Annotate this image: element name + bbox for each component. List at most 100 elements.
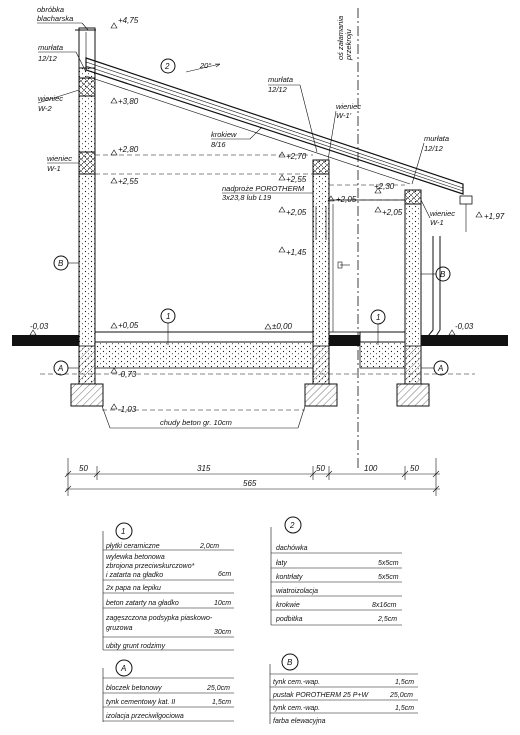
svg-text:oś załamania: oś załamania [336, 16, 345, 60]
level-475: +4,75 [118, 16, 139, 25]
svg-text:nadproże POROTHERM: nadproże POROTHERM [222, 184, 305, 193]
svg-text:tynk cementowy kat. II: tynk cementowy kat. II [106, 699, 175, 706]
svg-text:krokwie: krokwie [276, 602, 300, 609]
svg-text:beton zatarty na gładko: beton zatarty na gładko [106, 600, 179, 607]
svg-text:pustak POROTHERM 25 P+W: pustak POROTHERM 25 P+W [272, 692, 370, 699]
svg-text:5x5cm: 5x5cm [378, 574, 399, 581]
element-labels: obróbka blacharska murłata 12/12 wieniec… [37, 5, 455, 427]
dim-50-a: 50 [79, 464, 88, 473]
level-145: +1,45 [286, 248, 307, 257]
svg-text:przekroju: przekroju [344, 28, 353, 61]
marker-b-left: B [58, 259, 64, 268]
svg-text:izolacja przeciwilgociowa: izolacja przeciwilgociowa [106, 713, 184, 720]
svg-text:W-1: W-1 [47, 164, 61, 173]
svg-text:20°: 20° [199, 61, 211, 70]
level-003-left: -0,03 [30, 322, 49, 331]
ground-right [421, 335, 508, 346]
svg-text:kontrłaty: kontrłaty [276, 574, 303, 581]
svg-text:W-1': W-1' [336, 111, 352, 120]
dim-50-b: 50 [316, 464, 325, 473]
ground-mid [329, 335, 360, 346]
level-205-left: +2,05 [286, 208, 307, 217]
marker-b-right: B [440, 270, 446, 279]
svg-text:25,0cm: 25,0cm [389, 692, 413, 699]
svg-text:wieniec: wieniec [47, 154, 72, 163]
dim-50-c: 50 [410, 464, 419, 473]
svg-text:wylewka betonowa: wylewka betonowa [106, 554, 165, 561]
legend-layer-1: 1 płytki ceramiczne 2,0cm wylewka betono… [102, 522, 234, 651]
ring-beam-w1-right [404, 189, 422, 205]
level-205-door: +2,05 [336, 195, 357, 204]
ground-left [12, 335, 79, 346]
dim-315: 315 [197, 464, 211, 473]
gutter [459, 195, 473, 205]
svg-text:25,0cm: 25,0cm [206, 685, 230, 692]
door-frame [328, 199, 406, 333]
svg-text:B: B [287, 658, 293, 667]
marker-1-left: 1 [166, 312, 170, 321]
svg-text:zbrojona przeciwskurczowo*: zbrojona przeciwskurczowo* [105, 563, 195, 570]
level-003-right: -0,03 [455, 322, 474, 331]
footing-left [70, 383, 104, 407]
svg-text:W-2: W-2 [38, 104, 52, 113]
svg-text:murłata: murłata [268, 75, 293, 84]
svg-text:wieniec: wieniec [38, 94, 63, 103]
footing-right [396, 383, 430, 407]
marker-a-right: A [437, 364, 443, 373]
svg-text:tynk cem.-wap.: tynk cem.-wap. [273, 679, 320, 686]
svg-text:murłata: murłata [38, 43, 63, 52]
svg-text:farba elewacyjna: farba elewacyjna [273, 718, 326, 725]
dimension-lines: 50 315 50 100 50 565 [64, 458, 440, 496]
svg-text:2,0cm: 2,0cm [199, 543, 219, 550]
level-270: +2,70 [286, 152, 307, 161]
svg-text:podbitka: podbitka [275, 616, 303, 623]
svg-text:wieniec: wieniec [430, 209, 455, 218]
level-marks: +4,75 +3,80 +2,80 +2,55 +2,70 +2,55 +2,0… [29, 16, 505, 414]
svg-text:płytki ceramiczne: płytki ceramiczne [105, 543, 160, 550]
left-wall-upper [78, 27, 96, 69]
svg-text:2: 2 [289, 521, 295, 530]
level-000: ±0,00 [272, 322, 293, 331]
svg-text:8/16: 8/16 [211, 140, 226, 149]
legend-layer-2: 2 dachówka łaty 5x5cm kontrłaty 5x5cm wi… [270, 516, 402, 626]
marker-1-right: 1 [376, 313, 380, 322]
level-255-left: +2,55 [118, 177, 139, 186]
svg-text:6cm: 6cm [218, 571, 231, 578]
svg-text:wiatroizolacja: wiatroizolacja [276, 588, 318, 595]
ring-beam-w1-left [78, 151, 96, 175]
left-wall [78, 67, 96, 385]
svg-text:12/12: 12/12 [268, 85, 288, 94]
level-197: +1,97 [484, 212, 505, 221]
svg-text:10cm: 10cm [214, 600, 231, 607]
svg-text:bloczek betonowy: bloczek betonowy [106, 685, 162, 692]
svg-text:A: A [120, 664, 126, 673]
level-280: +2,80 [118, 145, 139, 154]
ring-beam-w1-mid [312, 159, 330, 175]
footing-mid [304, 383, 338, 407]
svg-text:1,5cm: 1,5cm [395, 679, 414, 686]
level-255-mid: +2,55 [286, 175, 307, 184]
ring-beam-w2 [78, 77, 96, 97]
svg-text:3x23,8 lub L19: 3x23,8 lub L19 [222, 193, 272, 202]
marker-2: 2 [164, 62, 170, 71]
svg-text:zagęszczona podsypka piaskowo-: zagęszczona podsypka piaskowo- [105, 615, 213, 622]
svg-text:blacharska: blacharska [37, 14, 73, 23]
svg-text:5x5cm: 5x5cm [378, 560, 399, 567]
svg-text:1: 1 [121, 527, 125, 536]
legend-layer-a: A bloczek betonowy 25,0cm tynk cementowy… [102, 659, 234, 722]
svg-text:W-1: W-1 [430, 218, 444, 227]
svg-text:2x papa na lepiku: 2x papa na lepiku [105, 585, 161, 592]
floor-right [359, 331, 406, 343]
svg-text:wieniec: wieniec [336, 102, 361, 111]
dim-total-565: 565 [243, 479, 257, 488]
svg-text:krokiew: krokiew [211, 130, 237, 139]
svg-text:i zatarta na gładko: i zatarta na gładko [106, 572, 163, 579]
svg-text:murłata: murłata [424, 134, 449, 143]
svg-text:12/12: 12/12 [424, 144, 444, 153]
svg-text:dachówka: dachówka [276, 545, 308, 552]
layer-markers: 2 B B 1 1 A A [53, 58, 451, 376]
svg-text:12/12: 12/12 [38, 54, 58, 63]
level-205-right: +2,05 [382, 208, 403, 217]
svg-text:łaty: łaty [276, 560, 287, 567]
